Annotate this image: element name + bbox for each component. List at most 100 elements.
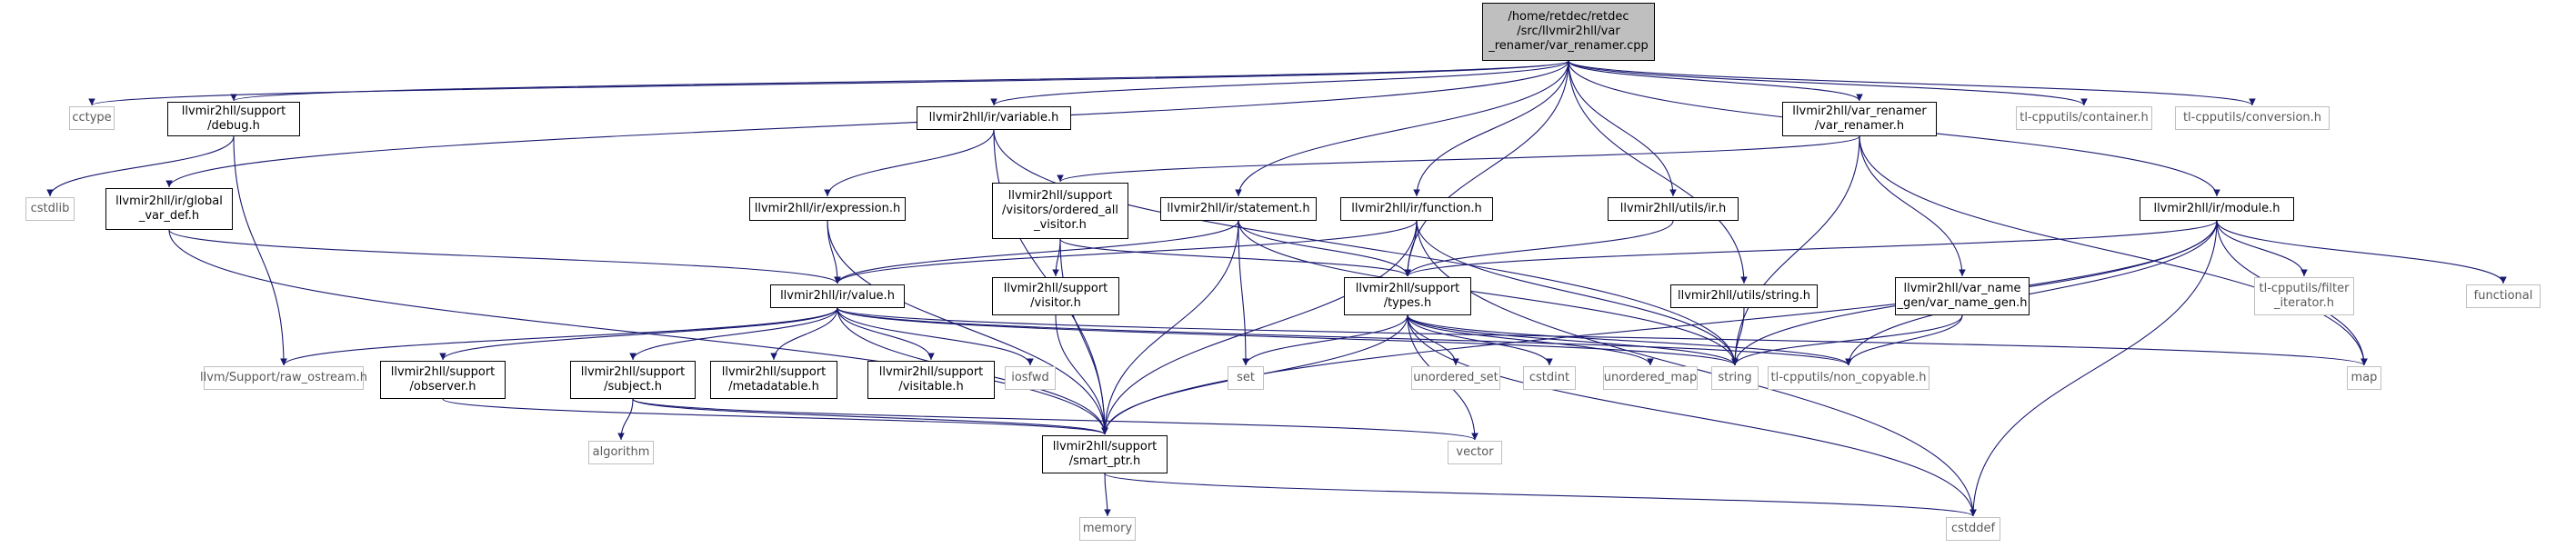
node-support-visitor-h[interactable]: llvmir2hll/support /visitor.h — [992, 277, 1119, 315]
node-support-subject-h[interactable]: llvmir2hll/support /subject.h — [570, 361, 696, 399]
edge-variable-to-string — [993, 129, 1739, 366]
edge-debug-to-rawostream — [233, 135, 287, 366]
edge-module-to-functional — [2216, 220, 2507, 284]
node-functional: functional — [2466, 284, 2541, 308]
edge-observer-to-smartptr — [442, 398, 1108, 435]
edge-value-to-string — [837, 307, 1739, 366]
node-string: string — [1711, 366, 1759, 390]
node-ir-module-h[interactable]: llvmir2hll/ir/module.h — [2140, 197, 2294, 221]
edge-main-to-utilsstring — [1568, 60, 1748, 284]
edge-orderedall-to-visitor — [1052, 238, 1061, 277]
node-container-h: tl-cpputils/container.h — [2016, 106, 2152, 130]
edge-value-to-iosfwd — [837, 307, 1034, 366]
edge-visitor-to-smartptr — [1055, 314, 1108, 435]
node-ir-statement-h[interactable]: llvmir2hll/ir/statement.h — [1160, 197, 1317, 221]
edge-function-to-smartptr — [1101, 220, 1418, 435]
node-iosfwd: iosfwd — [1005, 366, 1056, 390]
edge-main-to-function — [1413, 60, 1569, 197]
edge-module-to-noncopyable — [1845, 220, 2218, 366]
node-var-renamer-h[interactable]: llvmir2hll/var_renamer /var_renamer.h — [1782, 102, 1937, 136]
edge-smartptr-to-cstddef — [1104, 473, 1977, 517]
edge-value-to-visitable — [837, 307, 935, 361]
edge-main-to-statement — [1235, 60, 1569, 197]
node-algorithm: algorithm — [588, 441, 654, 464]
node-ir-variable-h[interactable]: llvmir2hll/ir/variable.h — [917, 106, 1071, 130]
edge-varrenamer-to-namegen — [1859, 135, 1966, 277]
edge-namegen-to-noncopyable — [1845, 314, 1963, 366]
node-ir-value-h[interactable]: llvmir2hll/ir/value.h — [770, 284, 905, 308]
node-support-metadatable-h[interactable]: llvmir2hll/support /metadatable.h — [710, 361, 837, 399]
edge-main-to-varrenamer — [1568, 60, 1863, 102]
edge-subject-to-smartptr — [632, 398, 1108, 435]
edge-main-to-globalvardef — [165, 60, 1569, 188]
edge-varrenamer-to-string — [1731, 135, 1860, 366]
node-var-name-gen-h[interactable]: llvmir2hll/var_name _gen/var_name_gen.h — [1895, 277, 2030, 315]
node-ir-function-h[interactable]: llvmir2hll/ir/function.h — [1340, 197, 1493, 221]
edge-main-to-debug — [230, 60, 1569, 102]
edge-statement-to-set — [1238, 220, 1249, 366]
edge-main-to-utilsir — [1568, 60, 1677, 197]
edge-value-to-map — [837, 307, 2368, 366]
node-vector: vector — [1448, 441, 1502, 464]
node-conversion-h: tl-cpputils/conversion.h — [2175, 106, 2330, 130]
node-cstddef: cstddef — [1946, 517, 2000, 541]
node-support-debug-h[interactable]: llvmir2hll/support /debug.h — [167, 102, 300, 136]
node-ir-expression-h[interactable]: llvmir2hll/ir/expression.h — [749, 197, 906, 221]
edge-main-to-container — [1568, 60, 2088, 106]
edge-value-to-subject — [629, 307, 838, 361]
edge-types-to-set — [1242, 314, 1408, 366]
edge-statement-to-value — [834, 220, 1239, 284]
node-non-copyable-h: tl-cpputils/non_copyable.h — [1768, 366, 1929, 390]
edge-main-to-variable — [990, 60, 1569, 106]
node-unordered-set: unordered_set — [1411, 366, 1500, 390]
edge-varrenamer-to-map — [1859, 135, 2368, 366]
node-filter-iterator-h: tl-cpputils/filter _iterator.h — [2254, 277, 2354, 315]
edge-module-to-cstddef — [1970, 220, 2218, 517]
node-ir-global-var-def-h[interactable]: llvmir2hll/ir/global _var_def.h — [105, 188, 233, 230]
edge-function-to-value — [834, 220, 1418, 284]
node-raw-ostream-h: llvm/Support/raw_ostream.h — [200, 366, 367, 390]
node-map: map — [2347, 366, 2381, 390]
edge-expression-to-value — [827, 220, 841, 284]
node-var-renamer-cpp[interactable]: /home/retdec/retdec /src/llvmir2hll/var … — [1482, 3, 1655, 61]
edge-main-to-conversion — [1568, 60, 2256, 106]
node-utils-ir-h[interactable]: llvmir2hll/utils/ir.h — [1608, 197, 1739, 221]
node-ordered-all-visitor-h[interactable]: llvmir2hll/support /visitors/ordered_all… — [992, 183, 1128, 239]
edge-main-to-types — [1404, 60, 1569, 277]
edge-main-to-cctype — [88, 60, 1569, 106]
edge-orderedall-to-smartptr — [1059, 238, 1108, 435]
edge-globalvardef-to-smartptr — [168, 229, 1108, 435]
node-cstdint: cstdint — [1523, 366, 1576, 390]
node-support-smart-ptr-h[interactable]: llvmir2hll/support /smart_ptr.h — [1042, 435, 1168, 473]
edge-value-to-metadatable — [770, 307, 838, 361]
edge-variable-to-expression — [824, 129, 995, 197]
edge-types-to-cstdint — [1407, 314, 1553, 366]
node-support-visitable-h[interactable]: llvmir2hll/support /visitable.h — [867, 361, 995, 399]
edge-value-to-noncopyable — [837, 307, 1852, 366]
edge-orderedall-to-types — [1059, 238, 1411, 277]
edge-smartptr-to-memory — [1104, 473, 1111, 517]
edge-types-to-unorderedset — [1407, 314, 1459, 366]
edge-subject-to-algorithm — [617, 398, 634, 441]
edge-value-to-rawostream — [280, 307, 838, 366]
edge-globalvardef-to-value — [168, 229, 841, 284]
node-support-types-h[interactable]: llvmir2hll/support /types.h — [1344, 277, 1471, 315]
node-utils-string-h[interactable]: llvmir2hll/utils/string.h — [1670, 284, 1818, 308]
node-memory: memory — [1079, 517, 1136, 541]
edge-expression-to-smartptr — [827, 220, 1108, 435]
edge-utilsir-to-types — [1404, 220, 1674, 277]
edge-varrenamer-to-orderedall — [1057, 135, 1860, 183]
edge-types-to-string — [1407, 314, 1739, 366]
edge-module-to-types — [1404, 220, 2218, 277]
edge-statement-to-types — [1238, 220, 1411, 277]
node-set: set — [1228, 366, 1264, 390]
edge-types-to-noncopyable — [1407, 314, 1852, 366]
edge-module-to-smartptr — [1101, 220, 2218, 435]
node-support-observer-h[interactable]: llvmir2hll/support /observer.h — [380, 361, 506, 399]
edge-types-to-cstddef — [1407, 314, 1977, 517]
edge-types-to-unorderedmap — [1407, 314, 1654, 366]
edge-namegen-to-string — [1731, 314, 1963, 366]
edge-value-to-observer — [439, 307, 838, 361]
